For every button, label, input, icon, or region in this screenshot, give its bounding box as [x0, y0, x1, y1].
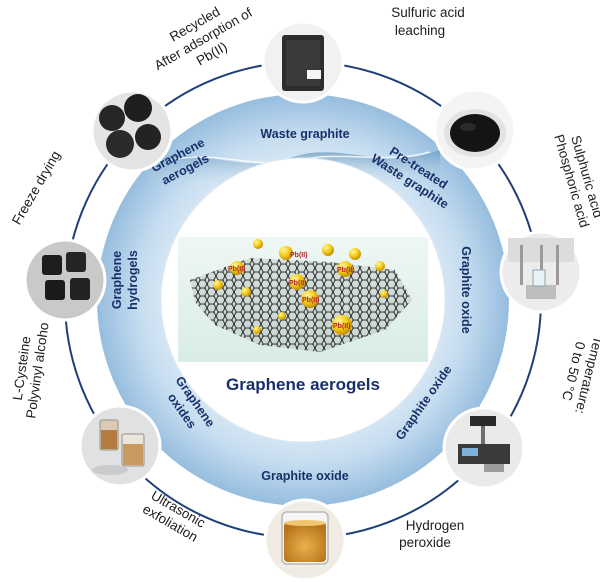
svg-text:Sulfuric acid: Sulfuric acid: [391, 5, 465, 20]
photo-heating-apparatus: [442, 406, 526, 490]
pb-ions: Pb(II) Pb(II) Pb(II) Pb(II) Pb(II) Pb(II…: [213, 239, 388, 335]
photo-graphene-oxide-beakers: [78, 404, 162, 488]
ring-label-graphite-oxide-bottom: Graphite oxide: [261, 469, 349, 483]
pb-ion: [380, 290, 388, 298]
photo-waste-graphite: [261, 20, 345, 104]
photo-pretreated-graphite: [433, 88, 517, 172]
step-label-sulfuric-leaching: Sulfuric acid leaching: [391, 5, 465, 38]
photo-graphene-hydrogels: [23, 238, 107, 322]
svg-text:hydrogels: hydrogels: [126, 250, 140, 310]
pb-ion: [337, 261, 353, 277]
ring-label-graphene-hydrogels: Graphene hydrogels: [110, 250, 140, 310]
pb-ion: [241, 287, 251, 297]
pb-label: Pb(II): [290, 252, 308, 259]
ring-label-graphite-oxide-right: Graphite oxide: [459, 246, 473, 334]
step-label-ultrasonic: Ultrasonic exfoliation: [140, 488, 208, 545]
pb-label: Pb(II): [228, 266, 246, 273]
pb-ion: [213, 280, 223, 290]
photo-orange-dispersion: [263, 498, 347, 582]
step-label-acids: Sulphuric acid Phosphoric acid: [551, 133, 600, 229]
pb-ion: [349, 248, 361, 260]
pb-ion: [322, 244, 334, 256]
step-label-peroxide: Hydrogen peroxide: [399, 518, 464, 550]
photo-oxidation-setup: [499, 230, 583, 314]
pb-ion: [332, 315, 352, 335]
center-title: Graphene aerogels: [226, 375, 380, 394]
pb-ion: [230, 261, 244, 275]
pb-ion: [253, 239, 263, 249]
pb-label: Pb(II): [333, 323, 351, 330]
pb-ion: [253, 326, 261, 334]
photo-graphene-aerogels: [90, 89, 174, 173]
step-label-recycled: Recycled After adsorption of Pb(II): [152, 4, 255, 73]
pb-ion: [375, 261, 385, 271]
pb-ion: [279, 246, 293, 260]
step-label-temperature: Temperature: 0 to 50 °C: [559, 335, 600, 416]
svg-text:leaching: leaching: [395, 23, 445, 38]
ring-label-waste-graphite: Waste graphite: [260, 127, 349, 141]
pb-label: Pb(II): [289, 280, 307, 287]
svg-text:Graphene: Graphene: [110, 251, 124, 309]
step-label-cysteine: L-Cysteine Polyvinyl alcoho: [10, 322, 52, 420]
svg-text:peroxide: peroxide: [399, 535, 451, 550]
pb-ion: [278, 312, 286, 320]
pb-ion: [289, 274, 305, 290]
pb-ion: [301, 290, 319, 308]
svg-text:Hydrogen: Hydrogen: [406, 518, 465, 533]
pb-label: Pb(II): [337, 267, 355, 274]
step-label-freeze-drying: Freeze drying: [9, 148, 63, 227]
pb-label: Pb(II): [302, 297, 320, 304]
